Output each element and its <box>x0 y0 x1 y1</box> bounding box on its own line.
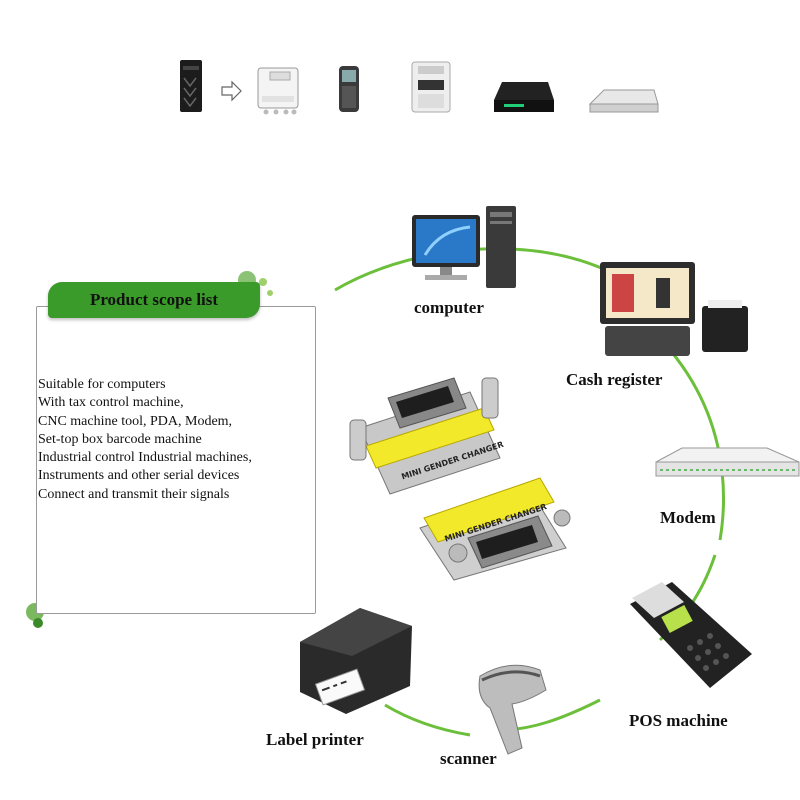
product-scope-panel <box>36 306 316 614</box>
cash-register-icon <box>600 262 748 356</box>
pc-tower-icon <box>180 60 202 112</box>
label-label-printer: Label printer <box>266 730 364 749</box>
product-scope-title: Product scope list <box>48 282 260 318</box>
barcode-scanner-icon <box>478 664 547 755</box>
scope-line: CNC machine tool, PDA, Modem, <box>38 413 233 429</box>
scope-line: Suitable for computers <box>38 377 166 392</box>
device-thumbnail-strip <box>180 60 659 115</box>
adapter-back: MINI GENDER CHANGER <box>349 377 505 495</box>
product-scope-text: Suitable for computers With tax control … <box>38 376 318 504</box>
scope-line: With tax control machine, <box>38 395 184 411</box>
label-scanner: scanner <box>440 749 497 768</box>
adapter-front: MINI GENDER CHANGER <box>419 477 571 581</box>
label-printer-icon <box>300 608 412 714</box>
router-icon <box>494 82 554 112</box>
label-modem: Modem <box>660 508 716 527</box>
pos-machine-icon <box>630 582 752 688</box>
computer-icon <box>412 206 516 288</box>
scope-line: Set-top box barcode machine <box>38 431 202 447</box>
gender-changer-adapters: MINI GENDER CHANGER MINI GENDER CHANGER <box>349 377 571 581</box>
label-pos-machine: POS machine <box>629 711 728 730</box>
modem-icon <box>655 447 800 477</box>
scope-line: Instruments and other serial devices <box>38 468 240 484</box>
settop-box-icon <box>588 89 659 113</box>
label-cash-register: Cash register <box>566 370 663 389</box>
pda-icon <box>339 66 359 112</box>
label-computer: computer <box>414 298 484 317</box>
scope-line: Connect and transmit their signals <box>38 486 230 502</box>
terminal-box-icon <box>257 67 299 115</box>
fiscal-printer-icon <box>411 61 451 113</box>
arrow-right-icon <box>221 80 242 102</box>
scope-line: Industrial control Industrial machines, <box>38 450 252 466</box>
